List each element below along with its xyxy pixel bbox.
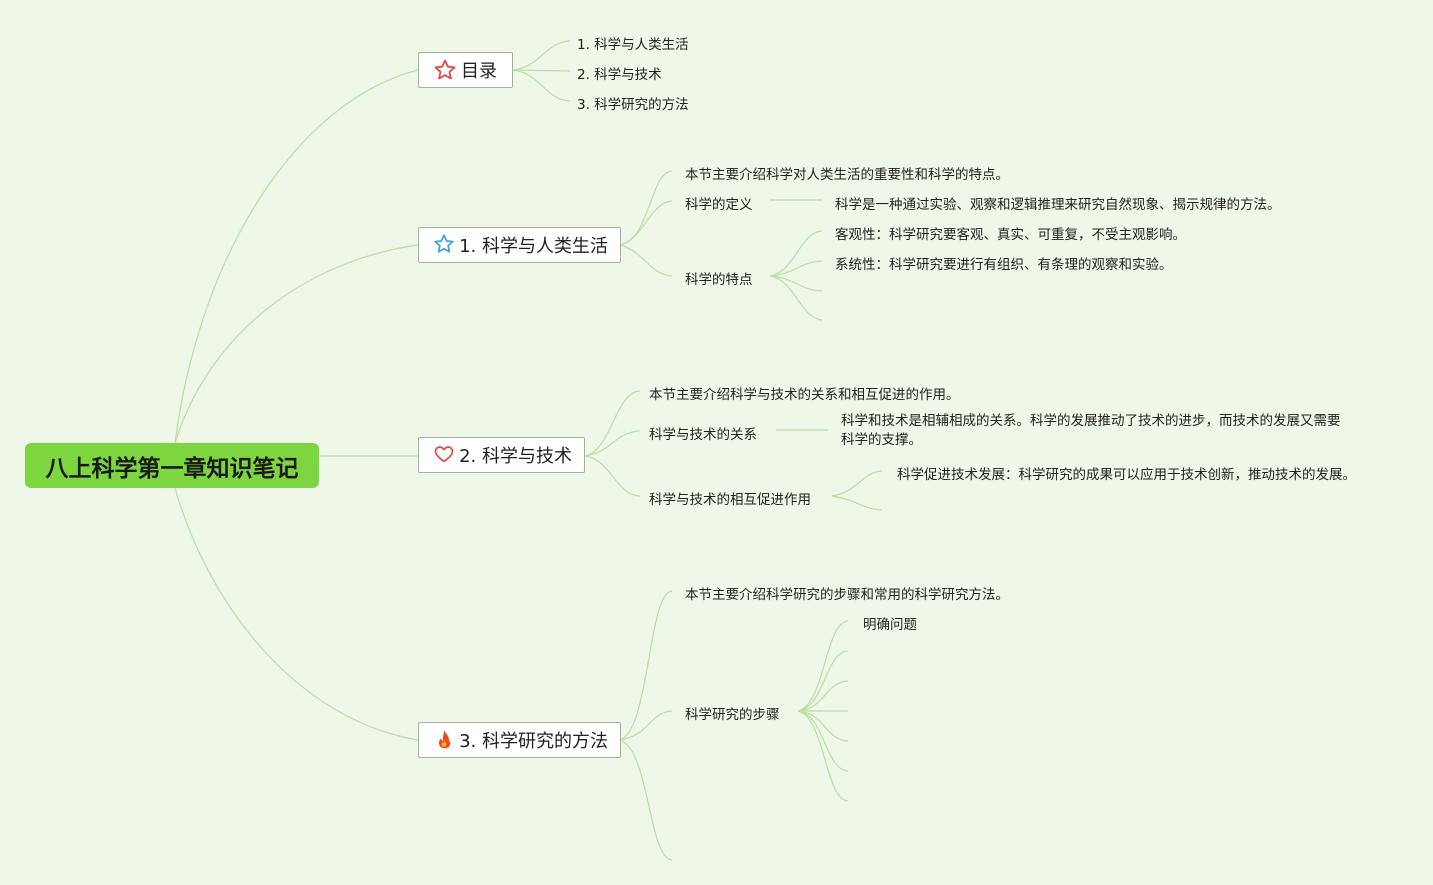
section2-relation-text[interactable]: 科学和技术是相辅相成的关系。科学的发展推动了技术的进步，而技术的发展又需要科学的… [841, 413, 1341, 448]
section1-definition-label[interactable]: 科学的定义 [685, 197, 753, 213]
fire-icon [433, 728, 455, 752]
section1-intro[interactable]: 本节主要介绍科学对人类生活的重要性和科学的特点。 [685, 167, 1009, 183]
connector-s1-feat [619, 244, 673, 277]
connector-s3-step-3 [797, 680, 849, 712]
topic-section3[interactable]: 3. 科学研究的方法 [418, 722, 621, 758]
connector-s3-extra [619, 739, 673, 861]
connector-s1-intro [619, 170, 673, 246]
toc-item-2[interactable]: 2. 科学与技术 [577, 67, 662, 83]
topic-section1[interactable]: 1. 科学与人类生活 [418, 227, 621, 263]
connector-s1-feat-4 [769, 275, 823, 321]
section1-feature-2[interactable]: 系统性：科学研究要进行有组织、有条理的观察和实验。 [835, 257, 1173, 273]
toc-item-3[interactable]: 3. 科学研究的方法 [577, 97, 689, 113]
topic-section2-label: 2. 科学与技术 [459, 446, 572, 467]
star-outline-icon [433, 58, 457, 82]
connector-root-section3 [174, 487, 419, 741]
connector-toc-1 [511, 40, 571, 71]
connector-s3-steps [619, 710, 673, 741]
connector-s1-feat-3 [769, 275, 823, 292]
section1-definition-text[interactable]: 科学是一种通过实验、观察和逻辑推理来研究自然现象、揭示规律的方法。 [835, 197, 1281, 213]
section2-intro[interactable]: 本节主要介绍科学与技术的关系和相互促进的作用。 [649, 387, 960, 403]
connector-s3-step-6 [797, 710, 849, 772]
connector-root-toc [174, 69, 419, 444]
section3-intro[interactable]: 本节主要介绍科学研究的步骤和常用的科学研究方法。 [685, 587, 1009, 603]
connector-s1-feat-2 [769, 260, 823, 277]
connector-s3-step-5 [797, 710, 849, 742]
topic-toc-label: 目录 [461, 61, 497, 82]
connector-s2-rel [584, 430, 641, 457]
topic-section2[interactable]: 2. 科学与技术 [418, 437, 585, 473]
connector-s2-mutual-2 [831, 495, 883, 511]
connector-s1-feat-1 [769, 230, 823, 277]
connector-s2-mutual [584, 455, 641, 497]
star-blue-icon [433, 233, 455, 257]
topic-section3-label: 3. 科学研究的方法 [459, 731, 608, 752]
connector-toc-3 [511, 69, 571, 102]
connector-s2-intro [584, 390, 641, 457]
connector-s2-mutual-1 [831, 470, 883, 497]
connector-s3-step-2 [797, 650, 849, 712]
connector-s3-intro [619, 590, 673, 741]
section1-features-label[interactable]: 科学的特点 [685, 272, 753, 288]
section2-relation-label[interactable]: 科学与技术的关系 [649, 427, 757, 443]
connector-toc-2 [511, 69, 571, 72]
section2-mutual-text[interactable]: 科学促进技术发展：科学研究的成果可以应用于技术创新，推动技术的发展。 [897, 467, 1356, 483]
heart-outline-icon [433, 443, 455, 467]
toc-item-1[interactable]: 1. 科学与人类生活 [577, 37, 689, 53]
connector-root-section1 [174, 244, 419, 444]
connector-s3-step-1 [797, 620, 849, 712]
root-topic[interactable]: 八上科学第一章知识笔记 [25, 443, 319, 488]
root-title: 八上科学第一章知识笔记 [45, 455, 299, 482]
section1-feature-1[interactable]: 客观性：科学研究要客观、真实、可重复，不受主观影响。 [835, 227, 1186, 243]
topic-toc[interactable]: 目录 [418, 52, 513, 88]
connector-s3-step-7 [797, 710, 849, 802]
topic-section1-label: 1. 科学与人类生活 [459, 236, 608, 257]
section3-step-1[interactable]: 明确问题 [863, 617, 917, 633]
section2-mutual-label[interactable]: 科学与技术的相互促进作用 [649, 492, 811, 508]
section3-steps-label[interactable]: 科学研究的步骤 [685, 707, 780, 723]
connector-s1-def [619, 200, 673, 246]
